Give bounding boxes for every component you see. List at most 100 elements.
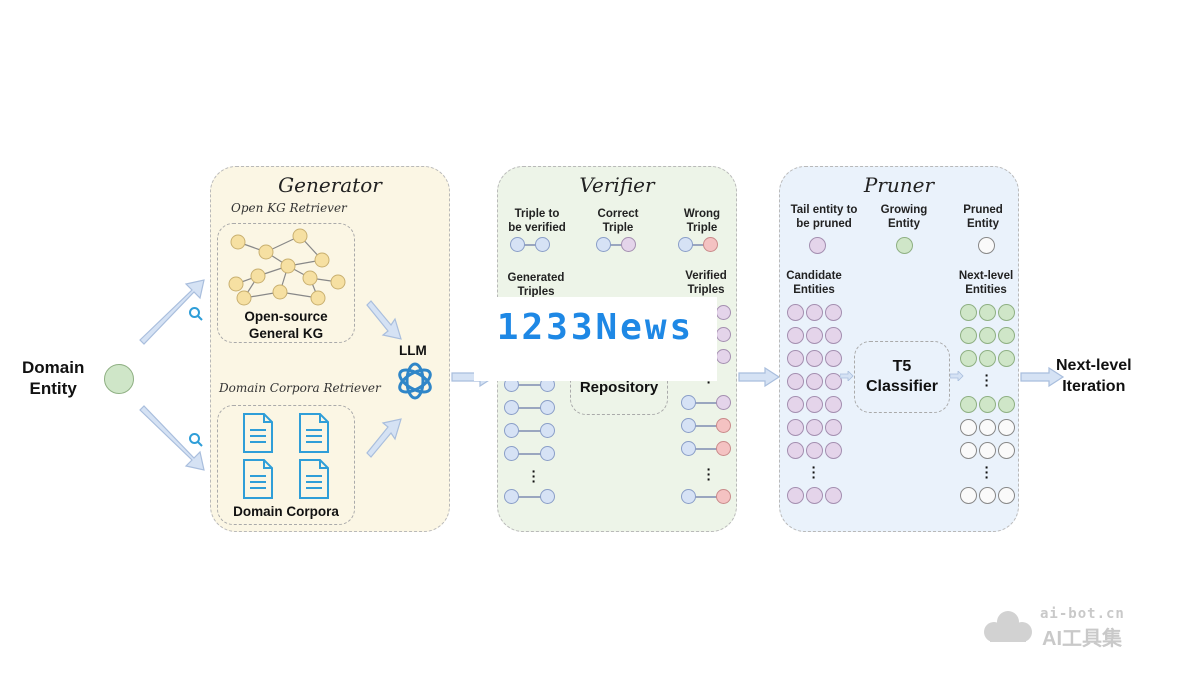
tail-entity-node bbox=[809, 237, 826, 254]
generated-line2: Triples bbox=[517, 286, 555, 298]
generator-panel: Generator Open KG Retriever Open-source … bbox=[210, 166, 450, 532]
watermark-url: ai-bot.cn bbox=[1040, 606, 1125, 622]
entity-node bbox=[998, 327, 1015, 344]
kg-label-line1: Open-source bbox=[244, 309, 328, 324]
entity-node bbox=[825, 304, 842, 321]
entity-node bbox=[979, 327, 996, 344]
news-banner: 1233News bbox=[474, 297, 717, 381]
entity-node bbox=[806, 487, 823, 504]
entity-node bbox=[998, 350, 1015, 367]
to-llm-arrows bbox=[366, 300, 402, 458]
triple-node bbox=[716, 441, 731, 456]
entity-node bbox=[998, 396, 1015, 413]
ellipsis-dots: ··· bbox=[984, 459, 990, 485]
triple-node bbox=[540, 489, 555, 504]
generated-triples-label: Generated Triples bbox=[500, 271, 572, 299]
arrow-up-right-icon bbox=[139, 279, 205, 345]
entity-node bbox=[998, 419, 1015, 436]
domain-entity-node bbox=[104, 364, 134, 394]
search-icon bbox=[189, 307, 203, 321]
entity-node bbox=[979, 442, 996, 459]
search-icon bbox=[189, 433, 203, 447]
triple-node bbox=[716, 418, 731, 433]
triple-node bbox=[716, 395, 731, 410]
next-level-iteration-label: Next-level Iteration bbox=[1056, 355, 1132, 397]
repository-label: Repository bbox=[579, 379, 659, 396]
legend-to-verify: Triple to be verified bbox=[502, 207, 572, 235]
t5-classifier-box bbox=[854, 341, 950, 413]
document-icon bbox=[299, 459, 329, 499]
entity-node bbox=[787, 396, 804, 413]
entity-node bbox=[787, 327, 804, 344]
kg-label: Open-source General KG bbox=[218, 308, 354, 342]
iteration-line1: Next-level bbox=[1056, 357, 1132, 374]
watermark-logo-icon bbox=[984, 611, 1032, 642]
entity-node bbox=[825, 487, 842, 504]
verifier-title: Verifier bbox=[579, 173, 655, 197]
llm-logo-icon bbox=[398, 362, 432, 400]
entity-node bbox=[787, 304, 804, 321]
entity-node bbox=[825, 373, 842, 390]
legend-growing-line2: Entity bbox=[888, 218, 920, 230]
triple-node bbox=[504, 423, 519, 438]
legend-tail-line1: Tail entity to bbox=[790, 204, 858, 216]
pruned-entity-node bbox=[978, 237, 995, 254]
triple-edge bbox=[692, 402, 718, 404]
triple-edge bbox=[692, 496, 718, 498]
entity-node bbox=[960, 396, 977, 413]
triple-node bbox=[681, 418, 696, 433]
legend-wrong-line1: Wrong bbox=[683, 208, 721, 220]
triple-edge bbox=[518, 496, 544, 498]
entity-node bbox=[825, 350, 842, 367]
entity-node bbox=[806, 350, 823, 367]
next-level-line2: Entities bbox=[965, 284, 1007, 296]
arrow-right-icon bbox=[1020, 366, 1065, 388]
legend-pruned-line2: Entity bbox=[967, 218, 999, 230]
triple-node bbox=[681, 441, 696, 456]
arrow-down-right-icon bbox=[139, 405, 205, 471]
triple-node bbox=[703, 237, 718, 252]
candidate-entities-label: Candidate Entities bbox=[782, 269, 846, 297]
entity-node bbox=[979, 419, 996, 436]
triple-node bbox=[678, 237, 693, 252]
pruner-panel: Pruner Tail entity to be pruned Growing … bbox=[779, 166, 1019, 532]
domain-arrows bbox=[139, 279, 205, 471]
triple-node bbox=[596, 237, 611, 252]
entity-node bbox=[787, 442, 804, 459]
verified-triples-label: Verified Triples bbox=[676, 269, 736, 297]
news-banner-text: 1233News bbox=[496, 307, 695, 348]
triple-node bbox=[540, 446, 555, 461]
entity-node bbox=[998, 442, 1015, 459]
arrow-right-icon bbox=[738, 366, 781, 388]
triple-node bbox=[716, 305, 731, 320]
triple-edge bbox=[692, 425, 718, 427]
triple-node bbox=[681, 489, 696, 504]
entity-node bbox=[825, 327, 842, 344]
entity-node bbox=[806, 419, 823, 436]
legend-growing-line1: Growing bbox=[880, 204, 928, 216]
triple-node bbox=[535, 237, 550, 252]
domain-entity-line1: Domain bbox=[22, 358, 85, 377]
generated-line1: Generated bbox=[507, 272, 565, 284]
next-level-line1: Next-level bbox=[958, 270, 1014, 282]
entity-node bbox=[979, 396, 996, 413]
triple-node bbox=[504, 400, 519, 415]
entity-node bbox=[787, 419, 804, 436]
iteration-line2: Iteration bbox=[1062, 378, 1126, 395]
ellipsis-dots: ··· bbox=[706, 461, 712, 487]
ellipsis-dots: ··· bbox=[811, 459, 817, 485]
kg-label-line2: General KG bbox=[248, 326, 324, 341]
triple-node bbox=[716, 327, 731, 342]
entity-node bbox=[787, 487, 804, 504]
legend-correct-line1: Correct bbox=[597, 208, 639, 220]
ellipsis-dots: ··· bbox=[984, 367, 990, 393]
entity-node bbox=[960, 350, 977, 367]
entity-node bbox=[806, 304, 823, 321]
open-kg-box: Open-source General KG bbox=[217, 223, 355, 343]
document-icon bbox=[243, 459, 273, 499]
entity-node bbox=[806, 442, 823, 459]
entity-node bbox=[825, 419, 842, 436]
entity-node bbox=[960, 442, 977, 459]
next-level-entities-label: Next-level Entities bbox=[956, 269, 1016, 297]
document-icons bbox=[243, 413, 329, 499]
